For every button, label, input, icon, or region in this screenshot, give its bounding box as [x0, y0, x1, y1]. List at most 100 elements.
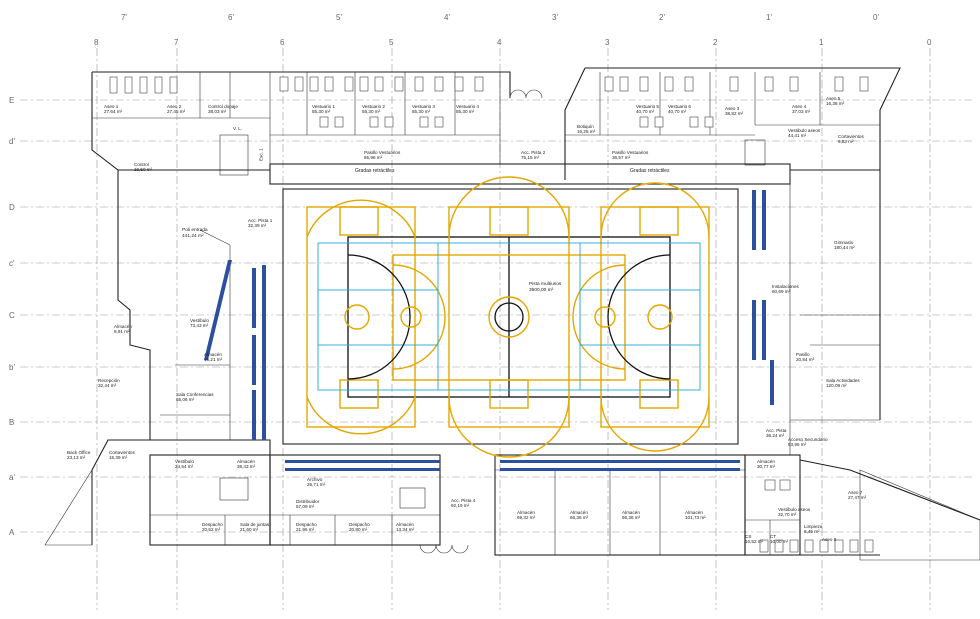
grid-axis-label: 5' [336, 13, 342, 22]
fixture [654, 116, 664, 128]
fixture [359, 76, 369, 92]
fixture [414, 76, 424, 92]
grid-axis-label: 3' [552, 13, 558, 22]
fixture [689, 116, 699, 128]
fixture [319, 116, 329, 128]
grid-axis-label: 4 [497, 38, 502, 47]
grid-axis-label: 6 [280, 38, 285, 47]
fixture [369, 116, 379, 128]
fixture [334, 116, 344, 128]
fixture [454, 76, 464, 92]
grid-axis-label: a' [9, 473, 15, 482]
fixture [704, 116, 714, 128]
fixture [394, 76, 404, 92]
fixture [639, 76, 649, 92]
fixture [729, 76, 739, 92]
fixture [474, 76, 484, 92]
vl-label: V. L. [233, 126, 243, 131]
fixture [434, 116, 444, 128]
grid-axis-label: c' [9, 259, 15, 268]
court-lines [306, 176, 710, 458]
fixture [774, 539, 784, 553]
grid-axis-label: d' [9, 137, 15, 146]
fixtures [109, 76, 874, 553]
grid-axis-label: 1 [819, 38, 824, 47]
fixture [309, 76, 319, 92]
fixture [154, 76, 163, 94]
fixture [759, 539, 769, 553]
grid-axis-label: 2 [713, 38, 718, 47]
grid-axis-label: 5 [389, 38, 394, 47]
grid-axis-label: 3 [605, 38, 610, 47]
fixture [324, 76, 334, 92]
fixture [434, 76, 444, 92]
fixture [109, 76, 118, 94]
fixture [834, 539, 844, 553]
grid-axis-label: A [9, 528, 15, 537]
fixture [849, 539, 859, 553]
fixture [619, 76, 629, 92]
fixture [789, 539, 799, 553]
grid-axis-label: C [9, 311, 15, 320]
fixture [139, 76, 148, 94]
fixture [639, 116, 649, 128]
fixture [384, 116, 394, 128]
fixture [604, 76, 614, 92]
grid-axis-label: 2' [659, 13, 665, 22]
esc-label: Esc. 1 [258, 148, 264, 162]
grid-axis-label: B [9, 418, 14, 427]
fixture [124, 76, 133, 94]
fixture [804, 539, 814, 553]
fixture [834, 76, 844, 92]
fixture [279, 76, 289, 92]
grid-axis-label: D [9, 203, 15, 212]
fixture [764, 76, 774, 92]
fixture [764, 479, 776, 491]
fixture [169, 76, 178, 94]
grid-axis-label: 6' [228, 13, 234, 22]
fixture [789, 76, 799, 92]
grid-axis-label: 4' [444, 13, 450, 22]
